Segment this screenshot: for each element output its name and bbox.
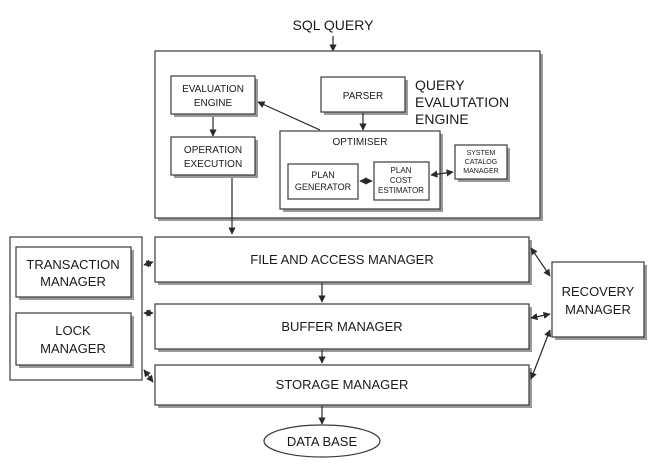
recovery-storage-arrow [529,329,552,380]
left-storage-arrow [143,369,154,383]
plan-generator-line-2: GENERATOR [295,182,352,192]
recovery-manager-line-2: MANAGER [565,302,631,317]
system-catalog-line-2: CATALOG [465,159,497,166]
parser-box: PARSER [320,76,408,115]
database-node: DATA BASE [263,424,381,458]
evaluation-engine-line-2: ENGINE [194,98,233,109]
query-engine-title-line-1: QUERY [415,77,465,93]
file-access-manager-label: FILE AND ACCESS MANAGER [250,252,434,267]
plan-cost-estimator-box: PLAN COST ESTIMATOR [373,161,430,201]
plan-cost-estimator-line-2: COST [390,176,412,185]
parser-label: PARSER [343,91,383,102]
plan-cost-estimator-line-3: ESTIMATOR [378,186,424,195]
file-access-manager-box: FILE AND ACCESS MANAGER [154,236,532,285]
recovery-file-arrow [530,247,551,277]
buffer-manager-label: BUFFER MANAGER [281,319,402,334]
database-label: DATA BASE [287,434,358,449]
system-catalog-line-1: SYSTEM [467,150,496,157]
left-file-arrow [143,259,154,268]
optimiser-to-eval-arrow [257,101,321,131]
system-catalog-line-3: MANAGER [463,168,498,175]
operation-execution-line-1: OPERATION [184,145,242,156]
storage-manager-box: STORAGE MANAGER [154,364,532,408]
estimator-catalog-arrow [430,169,454,178]
plan-cost-estimator-line-1: PLAN [391,166,412,175]
recovery-manager-line-1: RECOVERY [562,284,635,299]
recovery-manager-box: RECOVERY MANAGER [551,261,647,340]
operation-execution-box: OPERATION EXECUTION [170,136,258,178]
query-engine-title-line-3: ENGINE [415,111,469,127]
transaction-manager-line-2: MANAGER [40,274,106,289]
plan-generator-line-1: PLAN [311,170,335,180]
transaction-manager-line-1: TRANSACTION [26,257,119,272]
lock-manager-line-1: LOCK [55,323,91,338]
evaluation-engine-line-1: EVALUATION [182,84,244,95]
query-engine-title-line-2: EVALUTATION [415,94,509,110]
sql-query-label: SQL QUERY [293,17,375,33]
optimiser-label: OPTIMISER [332,137,387,148]
lock-manager-box: LOCK MANAGER [15,312,134,368]
system-catalog-manager-box: SYSTEM CATALOG MANAGER [454,144,510,182]
evaluation-engine-box: EVALUATION ENGINE [170,75,258,117]
buffer-manager-box: BUFFER MANAGER [154,303,532,352]
operation-execution-line-2: EXECUTION [184,159,242,170]
recovery-buffer-arrow [530,311,551,321]
lock-manager-line-2: MANAGER [40,341,106,356]
storage-manager-label: STORAGE MANAGER [276,377,409,392]
plan-generator-box: PLAN GENERATOR [287,163,359,200]
transaction-manager-box: TRANSACTION MANAGER [15,246,134,300]
